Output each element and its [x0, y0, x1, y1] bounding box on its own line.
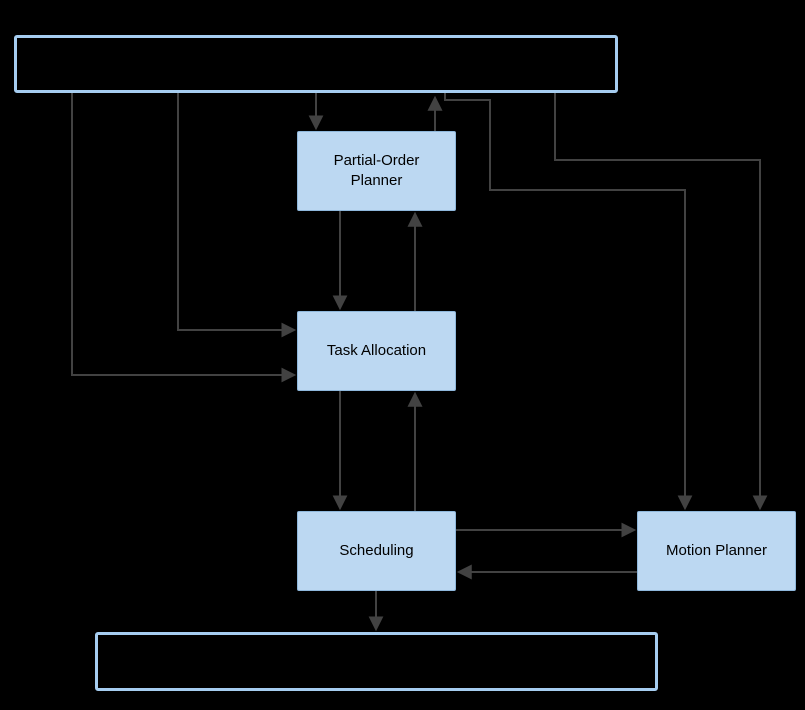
arrow-top-to-task-allocation-lower	[71, 93, 297, 383]
node-task-allocation: Task Allocation	[297, 311, 456, 391]
arrow-top-to-motion-planner-outer	[554, 93, 768, 511]
node-scheduling-label: Scheduling	[339, 541, 414, 559]
node-motion-planner: Motion Planner	[637, 511, 796, 591]
arrow-top-to-motion-planner-inner	[444, 93, 693, 511]
bottom-container-box	[95, 632, 658, 691]
arrow-top-to-task-allocation-upper	[177, 93, 297, 338]
top-container-box	[14, 35, 618, 93]
node-scheduling: Scheduling	[297, 511, 456, 591]
node-partial-order-planner: Partial-Order Planner	[297, 131, 456, 211]
node-partial-order-planner-label: Partial-Order Planner	[333, 151, 420, 189]
node-task-allocation-label: Task Allocation	[326, 341, 427, 359]
node-motion-planner-label: Motion Planner	[666, 541, 767, 559]
